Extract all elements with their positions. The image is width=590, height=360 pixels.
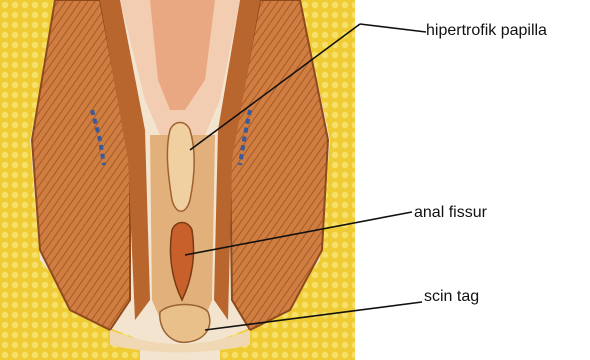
label-anal-fissure: anal fissur: [414, 204, 487, 222]
hypertrophic-papilla: [167, 123, 194, 212]
leader-line-papilla-tail: [360, 24, 426, 32]
label-hypertrophic-papilla: hipertrofik papilla: [426, 22, 547, 40]
label-skin-tag: scin tag: [424, 288, 479, 306]
